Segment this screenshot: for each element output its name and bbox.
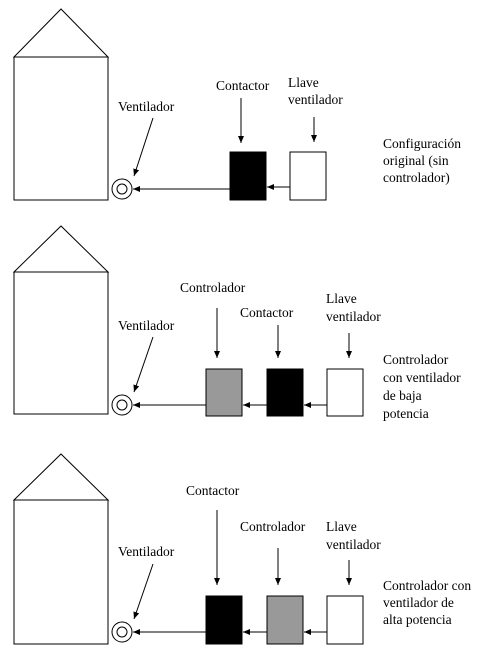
caption-line: con ventilador [383,370,461,385]
ventilador-pointer [133,336,154,393]
fan-icon [111,178,133,200]
ventilador-pointer [133,563,154,620]
caption-line: de baja [383,388,422,403]
fan-icon [111,621,133,643]
llave-label-line2: ventilador [326,537,381,552]
silo-building [12,453,110,645]
caption-line: Configuración [383,136,461,151]
controlador-box [205,368,243,417]
panel-low-power-fan: Ventilador Controlador Contactor Llave v… [12,225,461,421]
fan-icon [111,394,133,416]
caption-line: ventilador de [383,595,454,610]
ventilador-label: Ventilador [118,544,175,559]
contactor-label: Contactor [186,483,240,498]
llave-label-line2: ventilador [326,309,381,324]
panel-high-power-fan: Ventilador Contactor Controlador Llave v… [12,453,471,645]
llave-label-line2: ventilador [288,92,343,107]
silo-building [12,225,110,415]
contactor-label: Contactor [240,305,294,320]
ventilador-pointer [133,117,154,177]
caption-line: potencia [383,406,429,421]
caption-line: controlador) [383,170,450,185]
caption-line: Controlador con [383,578,471,593]
contactor-label: Contactor [216,78,270,93]
llave-ventilador-box [289,151,327,201]
ventilador-label: Ventilador [118,99,175,114]
controlador-box [266,595,304,645]
caption: Controlador con ventilador de baja poten… [383,352,461,421]
llave-label-line1: Llave [326,291,357,306]
silo-building [12,8,110,201]
ventilador-label: Ventilador [118,318,175,333]
contactor-box [266,368,304,417]
controlador-label: Controlador [180,280,246,295]
controlador-label: Controlador [240,519,306,534]
caption-line: Controlador [383,352,449,367]
caption: Controlador con ventilador de alta poten… [383,578,471,627]
panel-original-config: Ventilador Contactor Llave ventilador Co… [12,8,461,201]
llave-ventilador-box [326,595,364,645]
caption-line: original (sin [383,153,449,168]
llave-label-line1: Llave [288,75,319,90]
caption-line: alta potencia [383,612,452,627]
contactor-box [229,151,267,201]
llave-ventilador-box [326,368,364,417]
contactor-box [205,595,243,645]
llave-label-line1: Llave [326,519,357,534]
caption: Configuración original (sin controlador) [383,136,461,185]
